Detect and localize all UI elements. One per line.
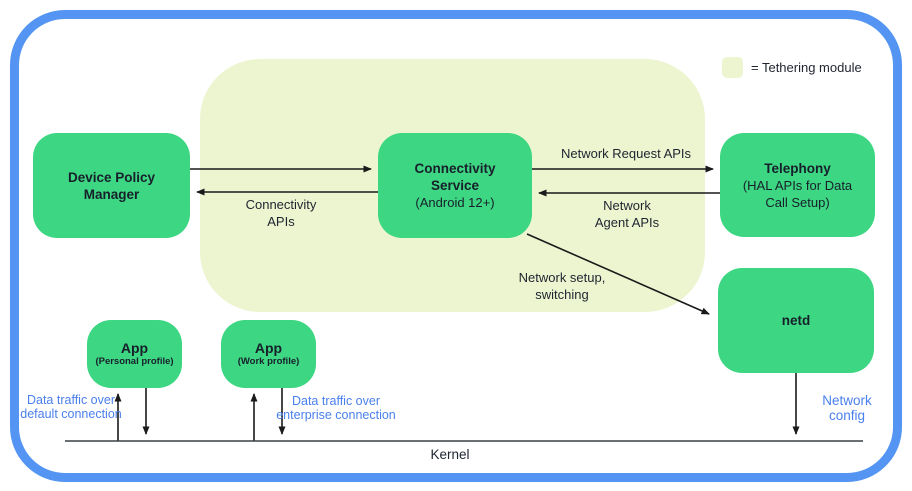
data-traffic-default-label: Data traffic over default connection (20, 393, 122, 421)
telephony-box: Telephony (HAL APIs for Data Call Setup) (720, 133, 875, 237)
network-agent-apis-label: Network Agent APIs (594, 198, 660, 230)
network-request-apis-label: Network Request APIs (560, 146, 692, 161)
app-work-box: App (Work profile) (221, 320, 316, 388)
app-personal-box: App (Personal profile) (87, 320, 182, 388)
legend: = Tethering module (722, 57, 862, 78)
app-work-subtitle: (Work profile) (237, 356, 300, 367)
telephony-title: Telephony (764, 160, 831, 176)
app-work-title: App (254, 340, 283, 356)
data-traffic-enterprise-label: Data traffic over enterprise connection (276, 394, 396, 422)
app-personal-title: App (120, 340, 149, 356)
legend-label: = Tethering module (751, 60, 862, 75)
kernel-label: Kernel (430, 447, 470, 462)
network-setup-switching-label: Network setup, switching (518, 270, 606, 302)
device-policy-manager-title: Device Policy Manager (67, 169, 156, 202)
tethering-module-swatch-icon (722, 57, 743, 78)
connectivity-service-title: Connectivity Service (414, 161, 496, 193)
connectivity-apis-label: Connectivity APIs (245, 197, 317, 229)
netd-box: netd (718, 268, 874, 373)
netd-title: netd (781, 313, 811, 328)
diagram-outer-border (10, 10, 902, 482)
device-policy-manager-box: Device Policy Manager (33, 133, 190, 238)
connectivity-service-box: Connectivity Service (Android 12+) (378, 133, 532, 238)
app-personal-subtitle: (Personal profile) (95, 356, 174, 367)
connectivity-service-subtitle: (Android 12+) (415, 195, 495, 210)
network-config-label: Network config (822, 393, 872, 423)
telephony-subtitle: (HAL APIs for Data Call Setup) (742, 177, 853, 210)
